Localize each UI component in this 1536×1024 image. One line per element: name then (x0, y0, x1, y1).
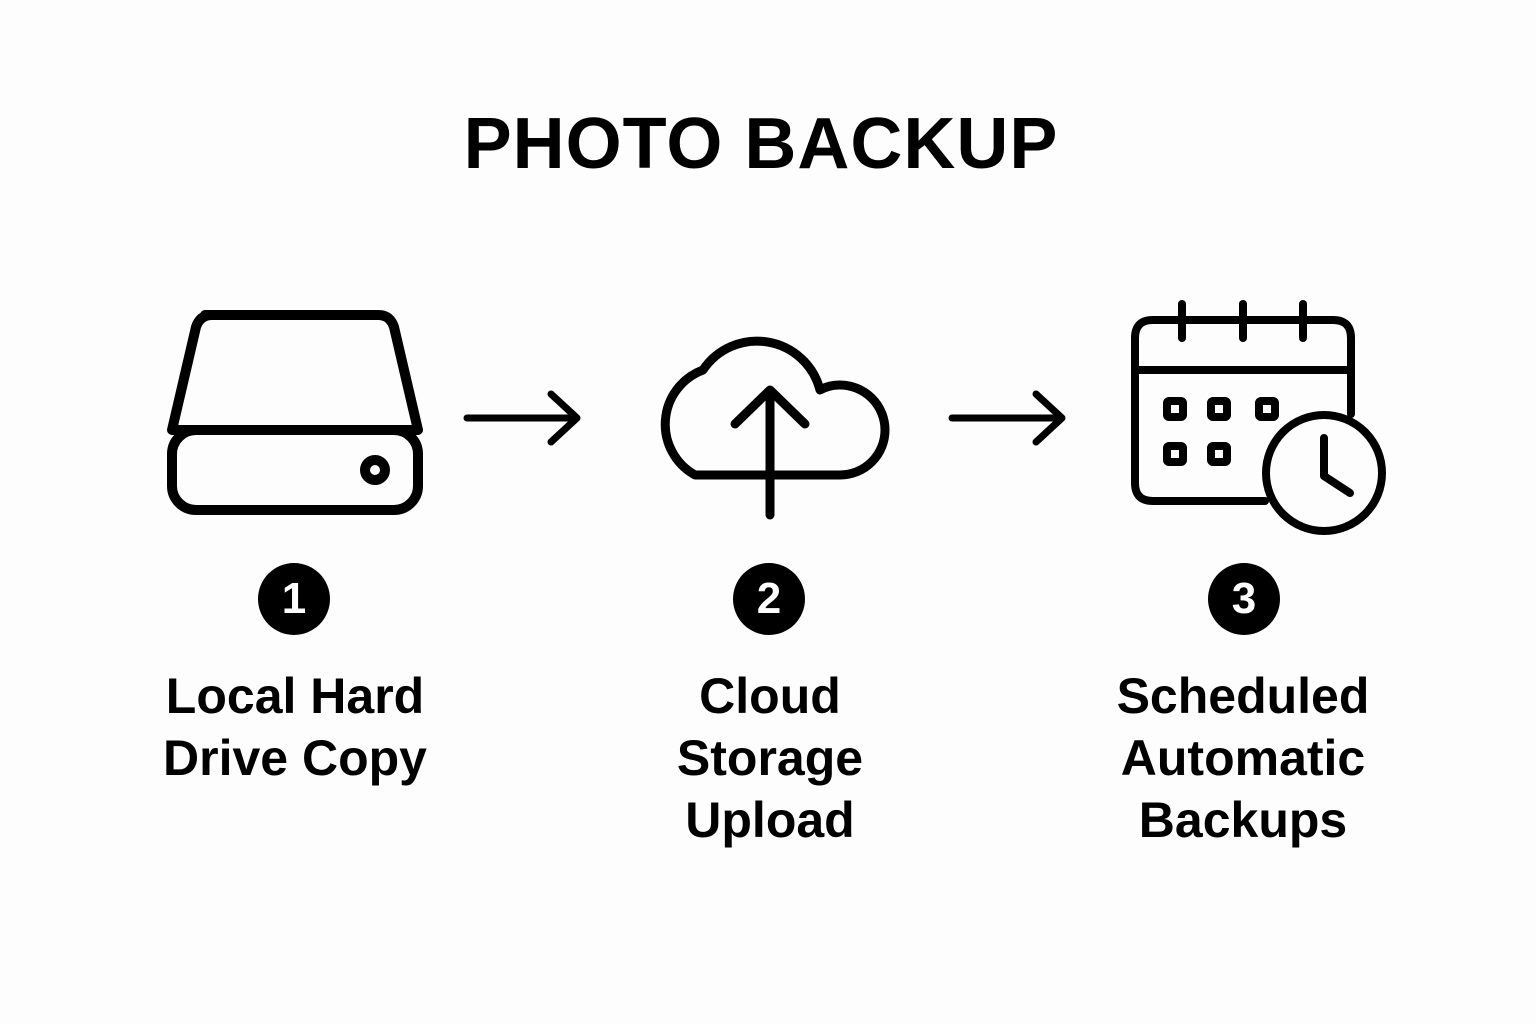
step-label-scheduled-backups: Scheduled Automatic Backups (1063, 665, 1423, 851)
step-label-line: Drive Copy (163, 730, 427, 786)
cloud-upload-icon (635, 310, 900, 525)
step-number-badge: 2 (733, 563, 805, 635)
step-label-line: Cloud (699, 668, 841, 724)
step-label-cloud-storage: Cloud Storage Upload (590, 665, 950, 851)
step-number-badge: 1 (258, 563, 330, 635)
diagram-title: PHOTO BACKUP (463, 104, 1059, 184)
arrow-right-icon (463, 390, 583, 451)
step-label-local-hard-drive: Local Hard Drive Copy (115, 665, 475, 789)
step-label-line: Local Hard (165, 668, 425, 724)
step-label-line: Automatic (1120, 730, 1366, 786)
step-label-line: Upload (685, 792, 855, 848)
step-label-line: Scheduled (1116, 668, 1370, 724)
step-label-line: Storage (676, 730, 864, 786)
hard-drive-icon (160, 305, 430, 520)
calendar-clock-icon (1125, 298, 1390, 538)
arrow-right-icon (948, 390, 1068, 451)
step-label-line: Backups (1138, 792, 1348, 848)
step-number-badge: 3 (1208, 563, 1280, 635)
